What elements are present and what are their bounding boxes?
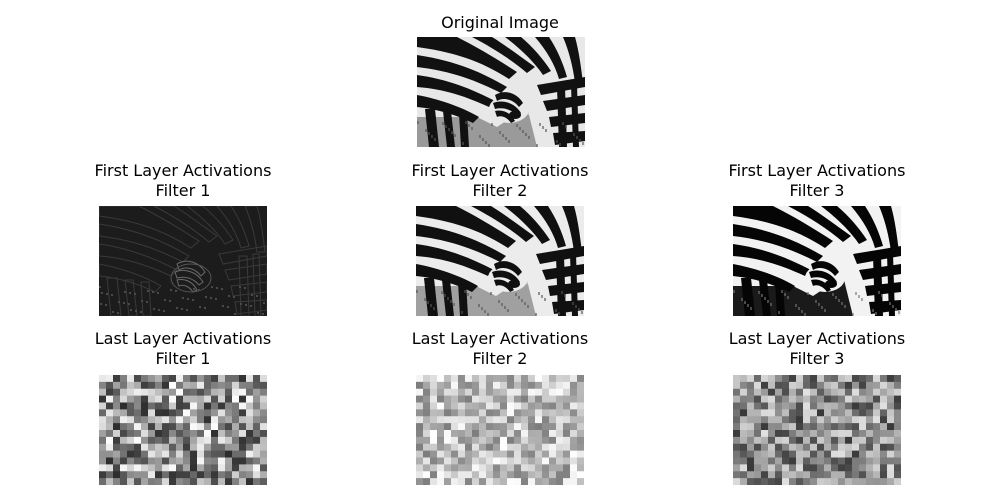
first-layer-filter-2-title-line2: Filter 2 bbox=[472, 181, 528, 200]
last-layer-filter-3-title-line2: Filter 3 bbox=[789, 349, 845, 368]
first-layer-filter-3-title-line2: Filter 3 bbox=[789, 181, 845, 200]
first-layer-filter-2-title-line1: First Layer Activations bbox=[411, 161, 589, 180]
first-layer-filter-3-title: First Layer Activations Filter 3 bbox=[687, 161, 947, 201]
original-image-zebra bbox=[417, 37, 585, 147]
last-layer-filter-3-heatmap bbox=[733, 375, 901, 485]
last-layer-filter-3-title: Last Layer Activations Filter 3 bbox=[687, 329, 947, 369]
original-image-title-text: Original Image bbox=[441, 13, 559, 32]
first-layer-filter-1-title-line1: First Layer Activations bbox=[94, 161, 272, 180]
first-layer-filter-2-title: First Layer Activations Filter 2 bbox=[370, 161, 630, 201]
last-layer-filter-1-title-line1: Last Layer Activations bbox=[94, 329, 272, 348]
first-layer-filter-1-title: First Layer Activations Filter 1 bbox=[53, 161, 313, 201]
last-layer-filter-2-title: Last Layer Activations Filter 2 bbox=[370, 329, 630, 369]
first-layer-filter-2-panel bbox=[416, 206, 584, 316]
first-layer-filter-2-image bbox=[416, 206, 584, 316]
last-layer-filter-2-panel bbox=[416, 375, 584, 485]
last-layer-filter-1-heatmap bbox=[99, 375, 267, 485]
original-image-panel bbox=[417, 37, 585, 147]
last-layer-filter-2-title-line1: Last Layer Activations bbox=[411, 329, 589, 348]
first-layer-filter-3-panel bbox=[733, 206, 901, 316]
last-layer-filter-1-panel bbox=[99, 375, 267, 485]
last-layer-filter-2-heatmap bbox=[416, 375, 584, 485]
first-layer-filter-3-image bbox=[733, 206, 901, 316]
original-image-title: Original Image bbox=[370, 13, 630, 33]
last-layer-filter-3-title-line1: Last Layer Activations bbox=[728, 329, 906, 348]
first-layer-filter-3-title-line1: First Layer Activations bbox=[728, 161, 906, 180]
first-layer-filter-1-panel bbox=[99, 206, 267, 316]
last-layer-filter-2-title-line2: Filter 2 bbox=[472, 349, 528, 368]
last-layer-filter-1-title: Last Layer Activations Filter 1 bbox=[53, 329, 313, 369]
first-layer-filter-1-image bbox=[99, 206, 267, 316]
last-layer-filter-3-panel bbox=[733, 375, 901, 485]
first-layer-filter-1-title-line2: Filter 1 bbox=[155, 181, 211, 200]
last-layer-filter-1-title-line2: Filter 1 bbox=[155, 349, 211, 368]
